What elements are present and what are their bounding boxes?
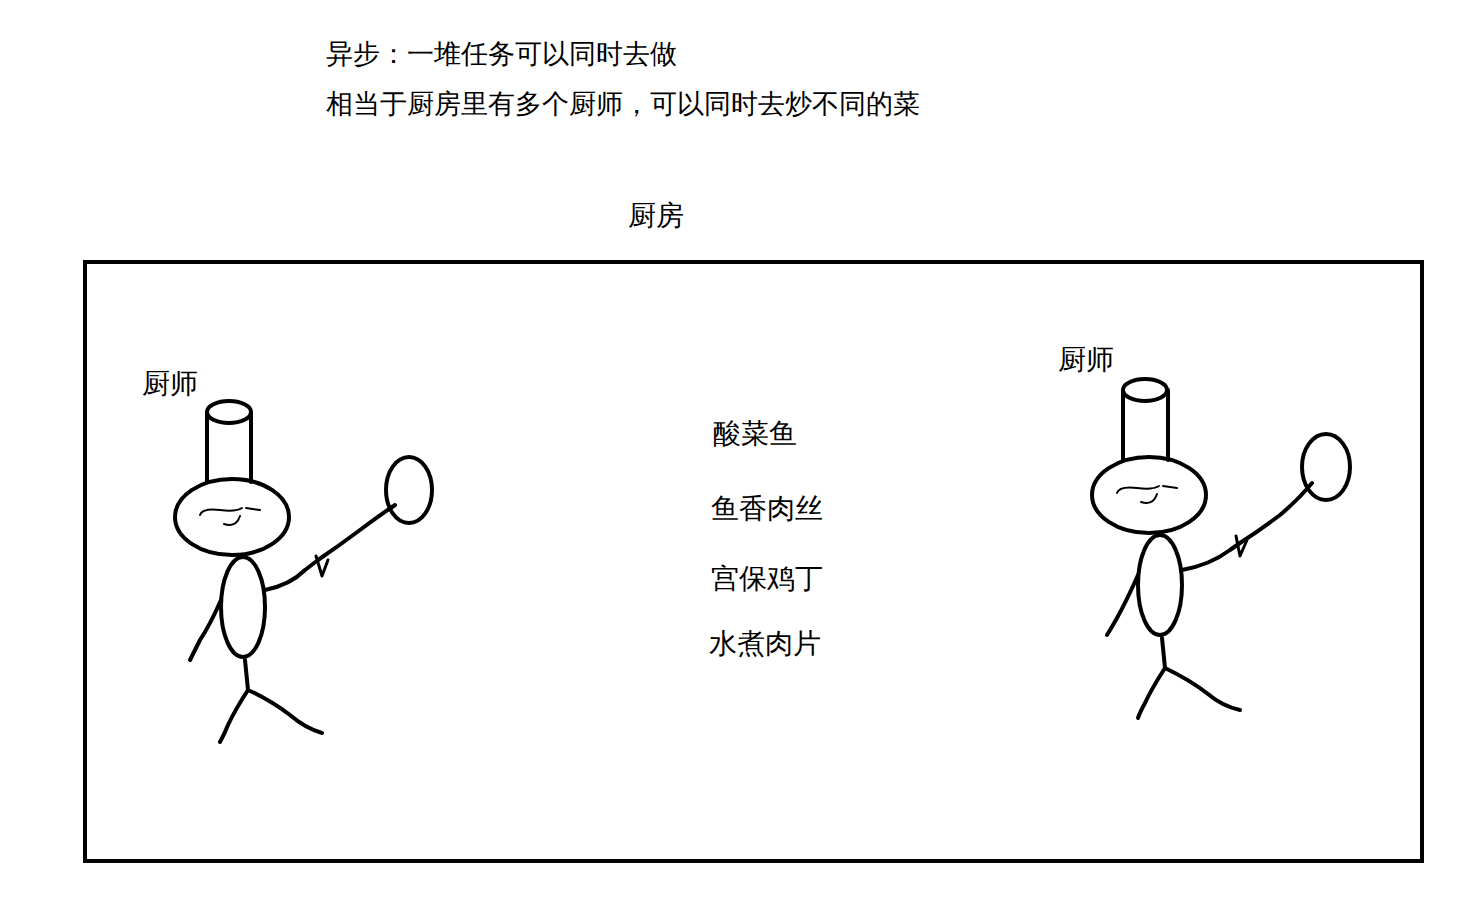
kitchen-box: 厨房: [83, 260, 1424, 863]
note-text: 相当于厨房里有多个厨师，可以同时去炒不同的菜: [326, 90, 920, 117]
chef-label: 厨师: [142, 370, 198, 398]
dish-label: 宫保鸡丁: [711, 565, 823, 593]
dish-label: 水煮肉片: [709, 630, 821, 658]
dish-label: 鱼香肉丝: [711, 495, 823, 523]
chef-figure: [1092, 379, 1350, 718]
chef-figure: [175, 401, 432, 742]
dish-label: 酸菜鱼: [713, 420, 797, 448]
box-heading: 厨房: [628, 202, 684, 230]
diagram-title: 异步：一堆任务可以同时去做: [326, 40, 677, 67]
chef-label: 厨师: [1058, 346, 1114, 374]
